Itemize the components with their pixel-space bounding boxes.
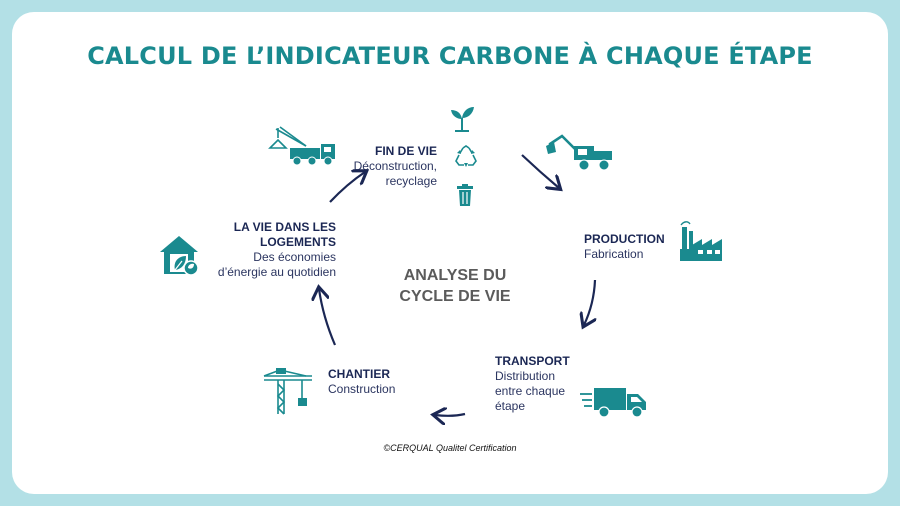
factory-icon [680,221,722,261]
delivery-truck-icon [580,388,646,418]
stage-fin-de-vie-heading: FIN DE VIE [374,144,437,158]
stage-production: PRODUCTION Fabrication [584,232,684,262]
tower-crane-icon [263,368,312,415]
stage-transport-line-3: étape [495,399,526,413]
arrow-to-chantier [435,414,466,416]
stage-vie-logements-line-1: Des économies [253,250,336,264]
cycle-arrows [12,154,888,494]
recycle-icon [455,145,477,167]
stage-fin-de-vie: FIN DE VIE Déconstruction, recyclage [332,144,437,189]
excavator-icon [546,134,612,171]
page-title: CALCUL DE L’INDICATEUR CARBONE À CHAQUE … [87,42,813,70]
stage-vie-logements-heading-2: LOGEMENTS [259,235,336,249]
stage-vie-logements-heading-1: LA VIE DANS LES [233,220,336,234]
stage-fin-de-vie-line-1: Déconstruction, [353,159,437,173]
stage-vie-logements: LA VIE DANS LES LOGEMENTS Des économies … [198,220,336,280]
stage-transport: TRANSPORT Distribution entre chaque étap… [495,354,590,414]
arrow-to-fin-de-vie [329,172,365,203]
trash-bin-icon [457,184,473,206]
center-line-1: ANALYSE DU [403,267,507,284]
stage-fin-de-vie-line-2: recyclage [385,174,437,188]
stage-chantier-heading: CHANTIER [328,367,390,381]
arrow-to-transport [584,279,595,325]
stage-production-line-1: Fabrication [584,247,644,261]
stage-chantier: CHANTIER Construction [328,367,428,397]
stage-transport-heading: TRANSPORT [495,354,570,368]
stage-vie-logements-line-2: d’énergie au quotidien [217,265,336,279]
eco-house-icon [160,236,199,276]
stage-transport-line-1: Distribution [495,369,556,383]
stage-production-heading: PRODUCTION [584,232,665,246]
arrow-to-production [521,154,559,188]
center-line-2: CYCLE DE VIE [399,288,511,305]
arrow-to-vie-logements [319,289,337,346]
copyright-notice: ©CERQUAL Qualitel Certification [383,443,517,453]
stage-transport-line-2: entre chaque [495,384,566,398]
stage-chantier-line-1: Construction [328,382,396,396]
diagram-card: CALCUL DE L’INDICATEUR CARBONE À CHAQUE … [12,12,888,494]
plant-icon [451,107,474,132]
crane-truck-icon [268,126,335,166]
center-label: ANALYSE DU CYCLE DE VIE [390,265,520,307]
